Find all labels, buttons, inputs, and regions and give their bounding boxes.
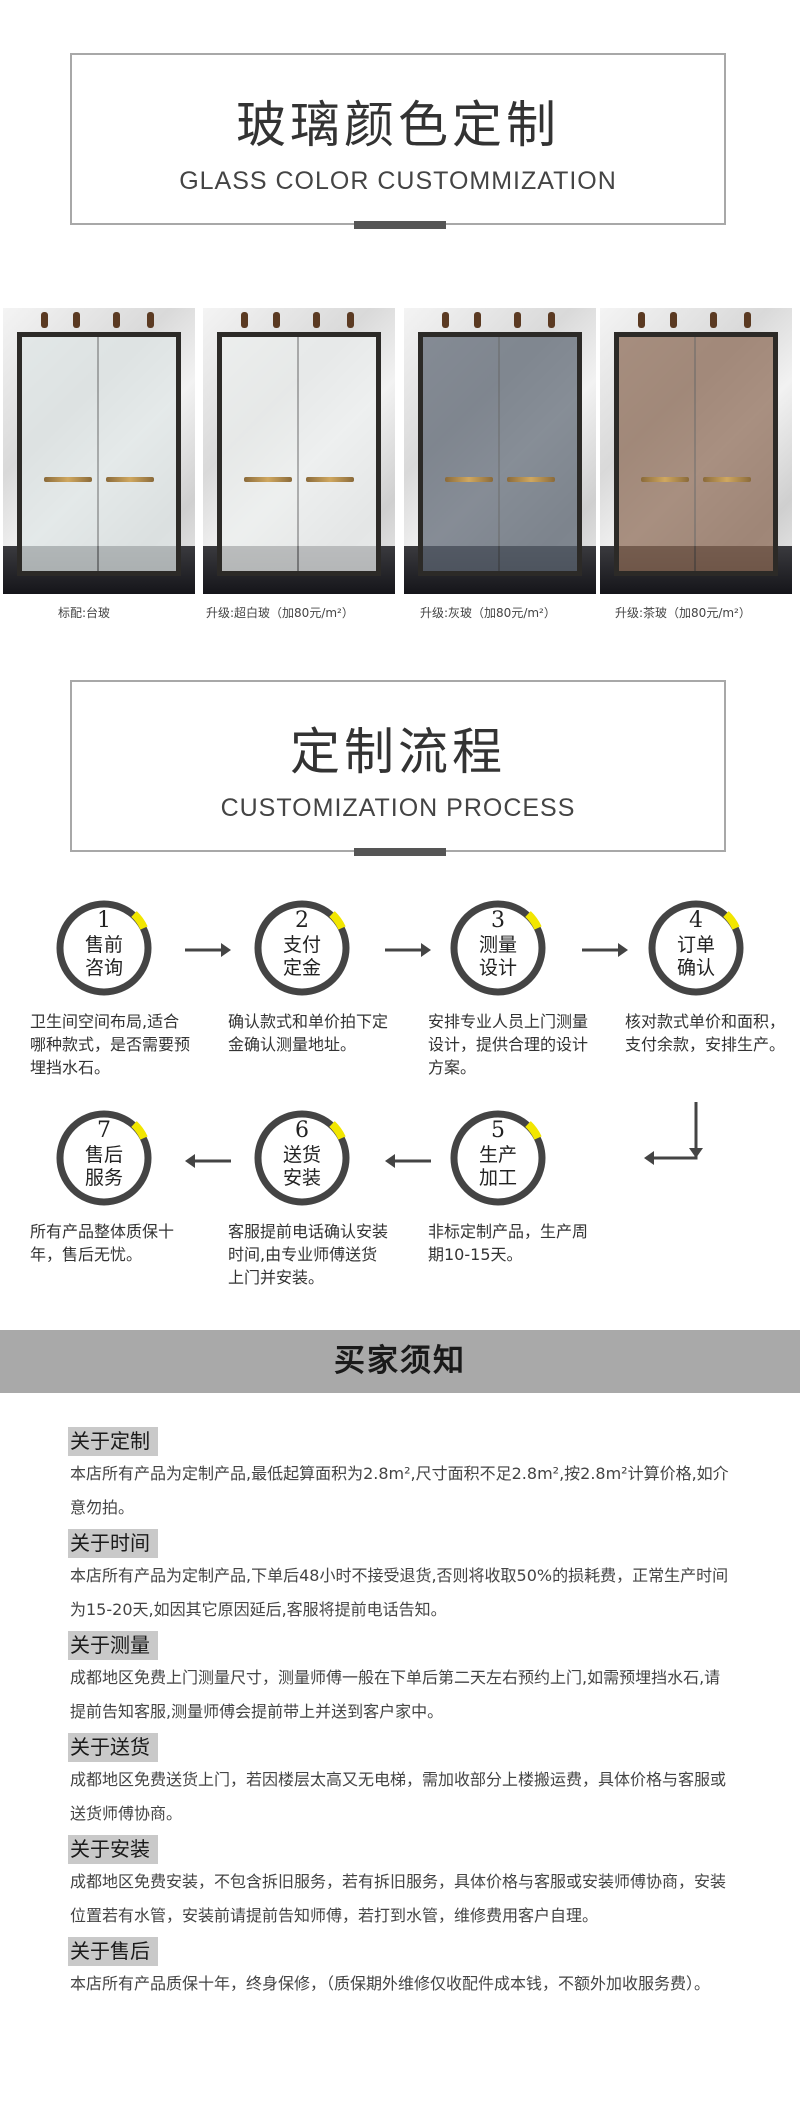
step-number: 5 [491, 1118, 505, 1143]
glass-sample-image [404, 308, 596, 594]
notice-heading: 关于测量 [68, 1631, 158, 1660]
process-title-cn: 定制流程 [290, 723, 506, 781]
glass-sample-image [600, 308, 792, 594]
notice-body: 本店所有产品质保十年，终身保修，（质保期外维修仅收配件成本钱，不额外加收服务费）… [70, 1974, 711, 1993]
step-label: 售后服务 [84, 1144, 123, 1189]
step-label: 支付定金 [282, 934, 321, 979]
step-number: 4 [689, 908, 703, 933]
step-number: 3 [491, 908, 505, 933]
arrow-right-icon [582, 943, 628, 957]
step-number: 6 [295, 1118, 309, 1143]
step-label: 送货安装 [282, 1144, 321, 1189]
step-label: 生产加工 [478, 1144, 517, 1189]
buyer-notice-banner: 买家须知 [0, 1330, 800, 1393]
process-step-desc: 所有产品整体质保十年，售后无忧。 [30, 1222, 175, 1264]
process-title-en: CUSTOMIZATION PROCESS [220, 794, 576, 822]
glass-sample-image [203, 308, 395, 594]
notice-body: 成都地区免费安装，不包含拆旧服务，若有拆旧服务，具体价格与客服或安装师傅协商，安… [70, 1872, 727, 1925]
notice-body: 成都地区免费上门测量尺寸，测量师傅一般在下单后第二天左右预约上门,如需预埋挡水石… [70, 1668, 721, 1721]
arrow-left-icon [385, 1154, 431, 1168]
notice-heading: 关于送货 [68, 1733, 158, 1762]
process-title-box: 定制流程 CUSTOMIZATION PROCESS [70, 680, 726, 852]
arrow-down-left-icon [644, 1102, 703, 1165]
arrow-right-icon [185, 943, 231, 957]
step-number: 1 [97, 908, 111, 933]
process-step-desc: 核对款式单价和面积，支付余款，安排生产。 [625, 1012, 786, 1054]
process-step-desc: 客服提前电话确认安装时间,由专业师傅送货上门并安装。 [228, 1222, 389, 1287]
glass-title-underline [354, 221, 446, 229]
arrow-right-icon [385, 943, 431, 957]
notice-body: 本店所有产品为定制产品,下单后48小时不接受退货,否则将收取50%的损耗费，正常… [70, 1566, 729, 1619]
glass-title-cn: 玻璃颜色定制 [236, 96, 560, 154]
notice-heading: 关于安装 [68, 1835, 158, 1864]
process-title-underline [354, 848, 446, 856]
notice-heading: 关于时间 [68, 1529, 158, 1558]
step-number: 7 [97, 1118, 111, 1143]
step-label: 测量设计 [478, 934, 517, 979]
step-number: 2 [295, 908, 309, 933]
glass-title-en: GLASS COLOR CUSTOMMIZATION [179, 167, 617, 195]
glass-caption: 升级:灰玻（加80元/m²） [420, 606, 556, 620]
notice-heading: 关于售后 [68, 1937, 158, 1966]
process-step-desc: 卫生间空间布局,适合哪种款式，是否需要预埋挡水石。 [30, 1012, 191, 1077]
notice-body: 本店所有产品为定制产品,最低起算面积为2.8m²,尺寸面积不足2.8m²,按2.… [70, 1464, 729, 1517]
glass-caption: 升级:茶玻（加80元/m²） [615, 606, 751, 620]
glass-sample-image [3, 308, 195, 594]
process-step-desc: 非标定制产品，生产周期10-15天。 [428, 1222, 589, 1264]
glass-title-box: 玻璃颜色定制 GLASS COLOR CUSTOMMIZATION [70, 53, 726, 225]
process-step-desc: 确认款式和单价拍下定金确认测量地址。 [228, 1012, 389, 1054]
notice-heading: 关于定制 [68, 1427, 158, 1456]
notice-body: 成都地区免费送货上门，若因楼层太高又无电梯，需加收部分上楼搬运费，具体价格与客服… [70, 1770, 727, 1823]
process-step-desc: 安排专业人员上门测量设计，提供合理的设计方案。 [428, 1012, 589, 1077]
step-label: 订单确认 [676, 934, 715, 979]
arrow-left-icon [185, 1154, 231, 1168]
glass-caption: 升级:超白玻（加80元/m²） [206, 606, 354, 620]
glass-caption: 标配:台玻 [58, 606, 111, 620]
step-label: 售前咨询 [84, 934, 123, 979]
